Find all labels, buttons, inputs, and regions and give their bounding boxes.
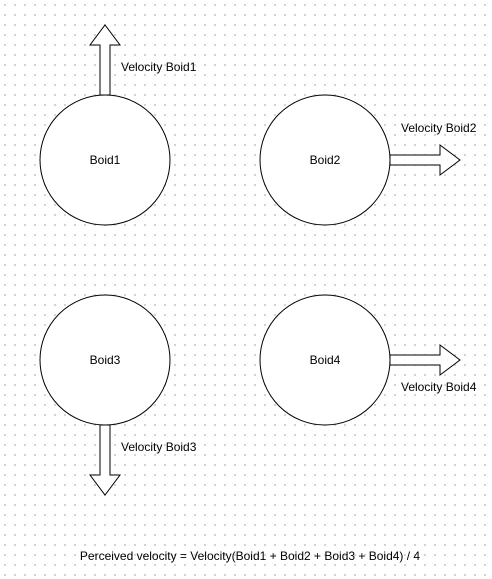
velocity-boid-4-label: Velocity Boid4 (401, 380, 477, 394)
boid-1-label: Boid1 (90, 153, 121, 167)
boid-4-label: Boid4 (310, 353, 341, 367)
boid-1-group: Boid1 Velocity Boid1 (39, 24, 197, 226)
velocity-boid-1-label: Velocity Boid1 (121, 60, 197, 74)
boid-2-group: Boid2 Velocity Boid2 (259, 94, 477, 226)
velocity-boid-3-label: Velocity Boid3 (121, 440, 197, 454)
velocity-boid-3-arrow[interactable] (89, 424, 121, 496)
perceived-velocity-formula: Perceived velocity = Velocity(Boid1 + Bo… (80, 549, 421, 563)
boid-4-group: Boid4 Velocity Boid4 (259, 294, 477, 426)
boid-2-label: Boid2 (310, 153, 341, 167)
boid-3-label: Boid3 (90, 353, 121, 367)
velocity-boid-4-arrow[interactable] (389, 344, 461, 376)
velocity-boid-2-arrow[interactable] (389, 144, 461, 176)
boid-3-group: Boid3 Velocity Boid3 (39, 294, 197, 496)
velocity-boid-1-arrow[interactable] (89, 24, 121, 96)
velocity-boid-2-label: Velocity Boid2 (401, 121, 477, 135)
